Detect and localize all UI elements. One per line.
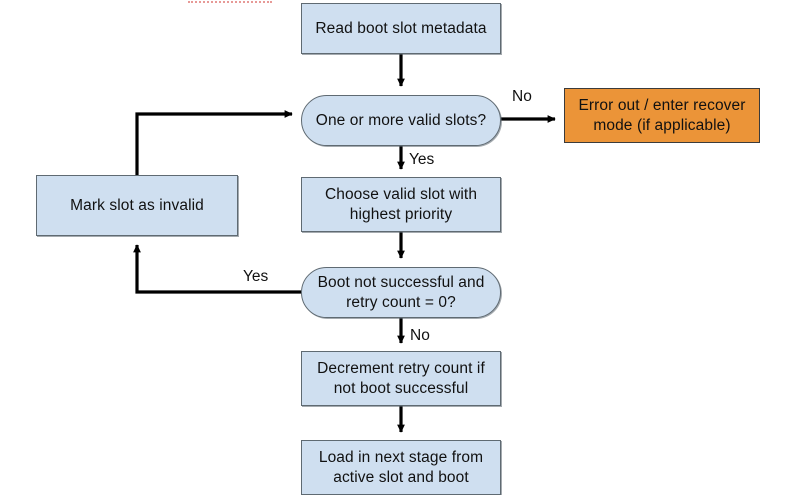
node-label: Mark slot as invalid — [70, 196, 204, 214]
node-choose-valid-slot-with-highest-priority[interactable]: Choose valid slot with highest priority — [301, 177, 501, 232]
node-label: Read boot slot metadata — [315, 19, 487, 37]
edge-label-no-retry-remaining: No — [410, 327, 430, 344]
node-label: Boot not successful and retry count = 0? — [317, 273, 485, 311]
edge-label-yes-valid-slots: Yes — [409, 151, 435, 168]
edge-mark-invalid-to-valid-slots — [135, 110, 293, 175]
edge-label-yes-retry-exhausted: Yes — [243, 268, 269, 285]
node-error-out-enter-recover-mode[interactable]: Error out / enter recover mode (if appli… — [564, 88, 760, 143]
edge-boot-check-yes-to-mark-invalid — [133, 244, 301, 294]
node-one-or-more-valid-slots[interactable]: One or more valid slots? — [301, 95, 501, 146]
node-label: Decrement retry count if not boot succes… — [317, 359, 485, 397]
node-label: Load in next stage from active slot and … — [318, 448, 484, 486]
red-dotted-marker — [188, 1, 272, 3]
node-decrement-retry-count-if-not-boot-successful[interactable]: Decrement retry count if not boot succes… — [301, 351, 501, 406]
node-mark-slot-as-invalid[interactable]: Mark slot as invalid — [36, 175, 238, 236]
edge-label-no-valid-slots: No — [512, 88, 532, 105]
node-label: Choose valid slot with highest priority — [324, 185, 478, 223]
node-read-boot-slot-metadata[interactable]: Read boot slot metadata — [301, 3, 501, 54]
node-boot-not-successful-and-retry-count-zero[interactable]: Boot not successful and retry count = 0? — [301, 267, 501, 318]
node-label: Error out / enter recover mode (if appli… — [578, 96, 746, 134]
node-label: One or more valid slots? — [315, 111, 487, 129]
node-load-in-next-stage-from-active-slot-and-boot[interactable]: Load in next stage from active slot and … — [301, 440, 501, 495]
